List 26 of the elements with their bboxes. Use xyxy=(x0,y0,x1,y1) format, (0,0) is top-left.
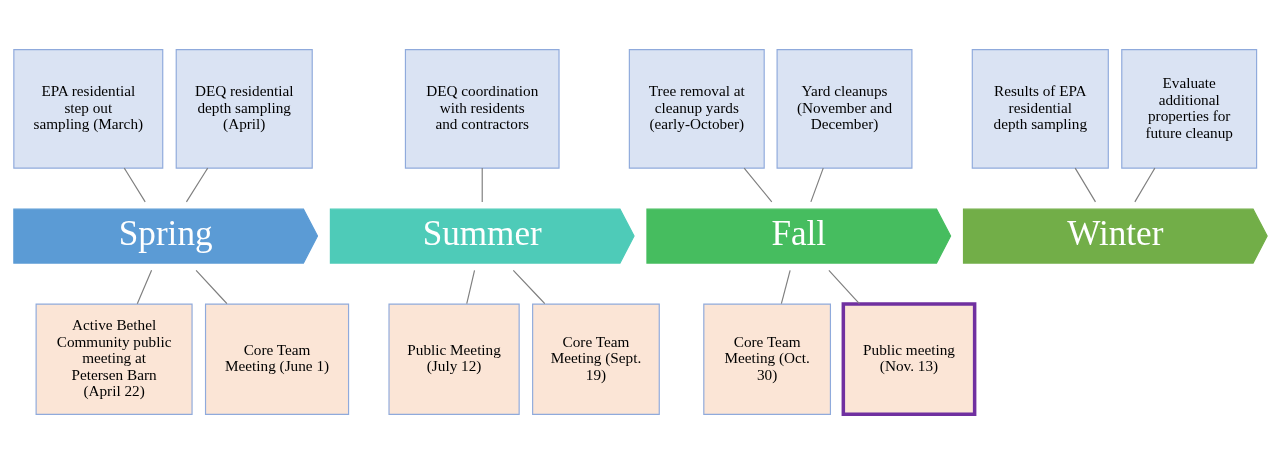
connector xyxy=(1074,167,1097,202)
connector xyxy=(810,167,824,202)
node-box: Core Team Meeting (Oct. 30) xyxy=(703,303,831,415)
connector xyxy=(185,167,209,202)
connector xyxy=(743,167,773,202)
node-box: Core Team Meeting (June 1) xyxy=(204,303,350,415)
node-box: EPA residential step out sampling (March) xyxy=(13,48,164,169)
node-box: Public Meeting (July 12) xyxy=(388,303,520,415)
node-box: Active Bethel Community public meeting at Petersen Barn (April 22) xyxy=(35,303,193,415)
node-box: Tree removal at cleanup yards (early-October) xyxy=(628,48,765,169)
connector xyxy=(512,269,546,304)
node-box: Results of EPA residential depth sampling xyxy=(971,48,1109,169)
connector xyxy=(481,167,483,202)
node-box: Yard cleanups (November and December) xyxy=(776,48,913,169)
connector xyxy=(136,269,153,304)
node-box: Public meeting (Nov. 13) xyxy=(841,301,977,416)
node-box: Evaluate additional properties for future cleanup xyxy=(1121,48,1258,169)
node-box: DEQ coordination with residents and contractors xyxy=(404,48,560,169)
node-box: DEQ residential depth sampling (April) xyxy=(175,48,313,169)
connector xyxy=(1134,167,1156,202)
connector xyxy=(466,269,476,304)
connector xyxy=(828,269,860,304)
node-box: Core Team Meeting (Sept. 19) xyxy=(532,303,660,415)
connector xyxy=(195,269,228,304)
connector xyxy=(780,269,791,304)
connector xyxy=(123,167,146,202)
